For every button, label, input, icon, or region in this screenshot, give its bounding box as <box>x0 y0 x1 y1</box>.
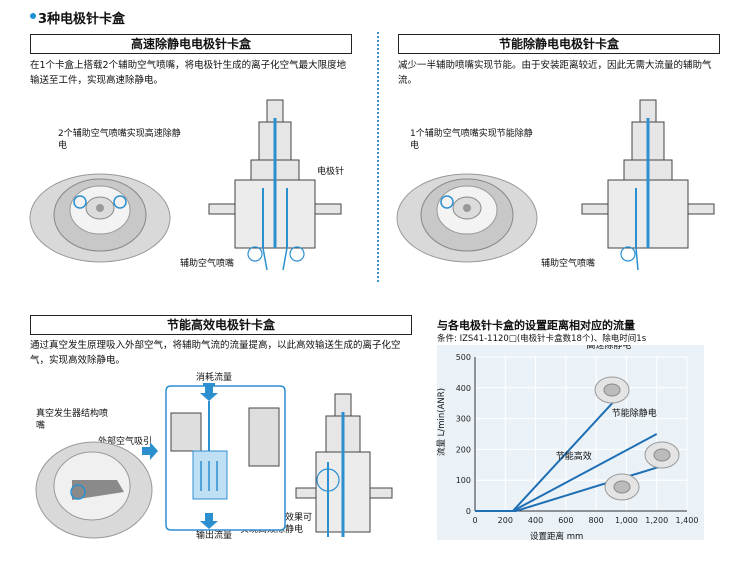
external-air-arrow-icon <box>142 442 158 460</box>
output-flow-label: 输出流量 <box>196 531 233 541</box>
title-bullet <box>30 13 36 19</box>
x-tick-label: 400 <box>528 516 543 525</box>
y-tick-label: 200 <box>456 445 471 454</box>
high-speed-callout: 2个辅助空气喷嘴实现高速除静电 <box>58 129 181 151</box>
thumbnail-inner <box>613 480 631 494</box>
energy-saving-cartridge-illustration <box>396 173 538 263</box>
efficient-desc: 通过真空发生原理吸入外部空气，将辅助气流的流量提高，以此高效输送生成的离子化空气… <box>30 340 401 366</box>
section-divider <box>377 32 379 282</box>
efficient-title: 节能高效电极针卡盒 <box>30 315 412 335</box>
cartridge-thumbnail-icon <box>604 473 640 501</box>
x-tick-label: 0 <box>472 516 477 525</box>
high-speed-cartridge-illustration <box>29 173 171 263</box>
y-tick-label: 400 <box>456 384 471 393</box>
series-label: 节能高效 <box>556 450 592 462</box>
energy-saving-callout: 1个辅助空气喷嘴实现节能除静电 <box>410 129 533 151</box>
x-tick-label: 1,400 <box>676 516 699 525</box>
energy-saving-desc: 减少一半辅助喷嘴实现节能。由于安装距离较近，因此无需大流量的辅助气流。 <box>398 60 712 86</box>
chart-subtitle: 条件: IZS41-1120□(电极针卡盒数18个)、除电时间1s <box>437 334 647 344</box>
y-tick-label: 100 <box>456 476 471 485</box>
chart-xlabel: 设置距离 mm <box>530 532 584 542</box>
high-speed-aux-label: 辅助空气喷嘴 <box>180 259 235 269</box>
cartridge-thumbnail-icon <box>644 441 680 469</box>
x-tick-label: 1,000 <box>615 516 638 525</box>
high-speed-title: 高速除静电电极针卡盒 <box>30 34 352 54</box>
y-tick-label: 500 <box>456 353 471 362</box>
vacuum-structure-label: 真空发生器结构喷嘴 <box>36 409 109 431</box>
cartridge-thumbnail-icon <box>594 376 630 404</box>
series-label: 高速除静电 <box>586 345 631 351</box>
high-speed-section-drawing <box>208 99 342 271</box>
x-tick-label: 800 <box>589 516 604 525</box>
energy-saving-aux-label: 辅助空气喷嘴 <box>541 259 596 269</box>
flow-distance-chart: 0 100 200 300 400 500 0 200 400 600 800 1,000 1,200 1… <box>456 345 699 525</box>
chart-thumbnail-icons <box>594 376 680 501</box>
external-air-label: 外部空气吸引 <box>98 437 153 447</box>
chart-ticks: 0 100 200 300 400 500 0 200 400 600 800 1,000 1,200 1… <box>456 353 699 525</box>
page-title: 3种电极针卡盒 <box>38 12 126 27</box>
x-tick-label: 1,200 <box>645 516 668 525</box>
y-tick-label: 0 <box>466 507 471 516</box>
consume-flow-label: 消耗流量 <box>196 373 233 383</box>
x-tick-label: 600 <box>558 516 573 525</box>
needle-label: 电极针 <box>317 167 345 177</box>
x-tick-label: 200 <box>498 516 513 525</box>
series-label: 节能除静电 <box>612 407 657 419</box>
efficient-cartridge-illustration <box>35 441 153 539</box>
energy-saving-title: 节能除静电电极针卡盒 <box>398 34 720 54</box>
chart-title: 与各电极针卡盒的设置距离相对应的流量 <box>437 319 635 332</box>
thumbnail-inner <box>653 448 671 462</box>
efficient-section-drawing <box>295 393 393 537</box>
high-speed-desc: 在1个卡盒上搭载2个辅助空气喷嘴，将电极针生成的离子化空气最大限度地输送至工件，… <box>30 60 347 86</box>
y-tick-label: 300 <box>456 415 471 424</box>
energy-saving-section-drawing <box>581 99 715 271</box>
thumbnail-inner <box>603 383 621 397</box>
vacuum-detail-drawing <box>165 383 286 531</box>
